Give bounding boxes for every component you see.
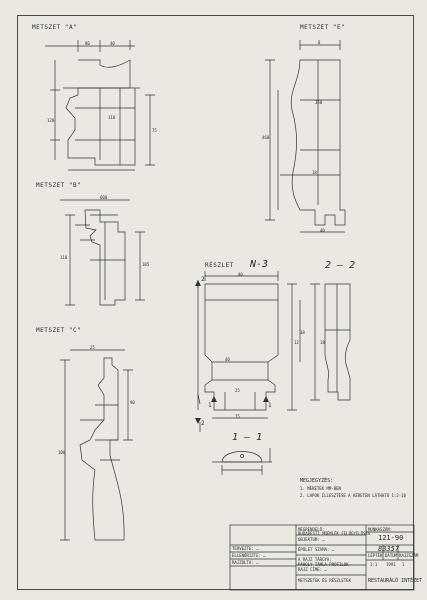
section-c-title: METSZET "C"	[36, 327, 82, 334]
tb-drawing-number: 83357	[378, 545, 400, 553]
tb-center-row-5: A RAJZ TÁRGYA:	[298, 557, 332, 562]
section-c-profile	[60, 349, 133, 541]
dim-label: 80	[85, 41, 90, 46]
dim-label: 110	[60, 255, 68, 260]
section-11-profile	[212, 448, 272, 475]
tb-center-row-3: OBJEKTUM: …	[298, 537, 325, 542]
cut-arrow-2-bottom	[195, 418, 201, 424]
tb-center-row-2: BUDAPESTI MŰEMLÉK FELÜGYELŐSÉG	[298, 531, 371, 536]
cut-mark-1-right: 1	[268, 402, 273, 409]
detail-n3-profile	[197, 271, 301, 432]
tb-scale-value: 1:1	[370, 562, 378, 567]
title-block-lines	[229, 524, 415, 591]
tb-center-row-4: ÉPÜLET SZÁMA: …	[298, 547, 335, 552]
notes-line-1: 1. MÉRETEK MM-BEN	[300, 486, 341, 491]
cut-arrow-2-top	[195, 280, 201, 286]
dim-label: 18	[320, 340, 325, 345]
section-11-title: 1 – 1	[232, 432, 263, 443]
dim-label: 25	[90, 345, 95, 350]
section-a-profile	[45, 40, 155, 171]
drawing-frame	[17, 15, 414, 590]
section-a-title: METSZET "A"	[32, 24, 78, 31]
dim-label: 120	[47, 118, 55, 123]
notes-line-2: 2. LAPOK ILLESZTÉSE A KERETEN LÁTHATÓ 1:…	[300, 493, 406, 498]
dim-label: 12	[294, 340, 299, 345]
dim-label: 75	[152, 128, 157, 133]
section-b-title: METSZET "B"	[36, 182, 82, 189]
tb-center-row-8: METSZETEK ÉS RÉSZLETEK	[298, 578, 351, 583]
detail-n3-title: N-3	[250, 259, 269, 270]
dim-label: 18	[300, 330, 305, 335]
dim-label: 40	[110, 41, 115, 46]
detail-n3-prefix: RÉSZLET	[205, 262, 234, 269]
section-22-title: 2 – 2	[325, 260, 356, 271]
tb-left-row-3: RAJZOLTA: …	[232, 560, 259, 565]
cut-arrow-1-left	[211, 396, 217, 402]
dim-label: 105	[142, 262, 150, 267]
tb-left-row-1: TERVEZTE: …	[232, 546, 259, 551]
section-e-title: METSZET "E"	[300, 24, 346, 31]
dim-label: 110	[108, 115, 116, 120]
dim-label: 18	[312, 170, 317, 175]
cut-mark-2-bottom: 2	[201, 420, 206, 427]
tb-sheet-value: 1	[402, 562, 405, 567]
cut-mark-2-top: 2	[201, 276, 206, 283]
tb-project-number-label: MUNKASZÁM:	[368, 527, 393, 532]
dim-label: 40	[320, 228, 325, 233]
section-b-profile	[60, 199, 145, 306]
dim-label: 350	[315, 100, 323, 105]
tb-center-row-6: PÁHOLY TÁMLA PROFILOK	[298, 562, 349, 567]
cut-arrow-1-right	[263, 396, 269, 402]
tb-sheet-label: RAJZSZÁM	[399, 553, 419, 558]
tb-date-label: DÁTUM	[385, 553, 398, 558]
dim-label: 460	[262, 135, 270, 140]
dim-label: 8	[318, 40, 321, 45]
dim-label: 40	[238, 272, 243, 277]
dim-label: 40	[225, 357, 230, 362]
tb-date-value: 1991	[386, 562, 396, 567]
dim-label: 25	[235, 388, 240, 393]
section-22-profile	[310, 283, 351, 401]
dim-label: 600	[100, 195, 108, 200]
section-e-profile	[265, 40, 346, 233]
tb-scale-label: LÉPTÉK	[368, 553, 383, 558]
notes-heading: MEGJEGYZÉS:	[300, 478, 334, 484]
tb-center-row-1: MEGRENDELŐ:	[298, 527, 325, 532]
cut-mark-1-left: 1	[208, 402, 213, 409]
dim-label: 90	[130, 400, 135, 405]
tb-left-row-2: ELLENŐRIZTE: …	[232, 553, 266, 558]
dim-label: 75	[235, 414, 240, 419]
dim-label: 100	[58, 450, 66, 455]
tb-institute: RESTAURÁLÓ INTÉZET	[368, 578, 423, 584]
tb-project-number: 121-90	[378, 534, 404, 542]
tb-center-row-7: RAJZ CÍME: …	[298, 567, 327, 572]
